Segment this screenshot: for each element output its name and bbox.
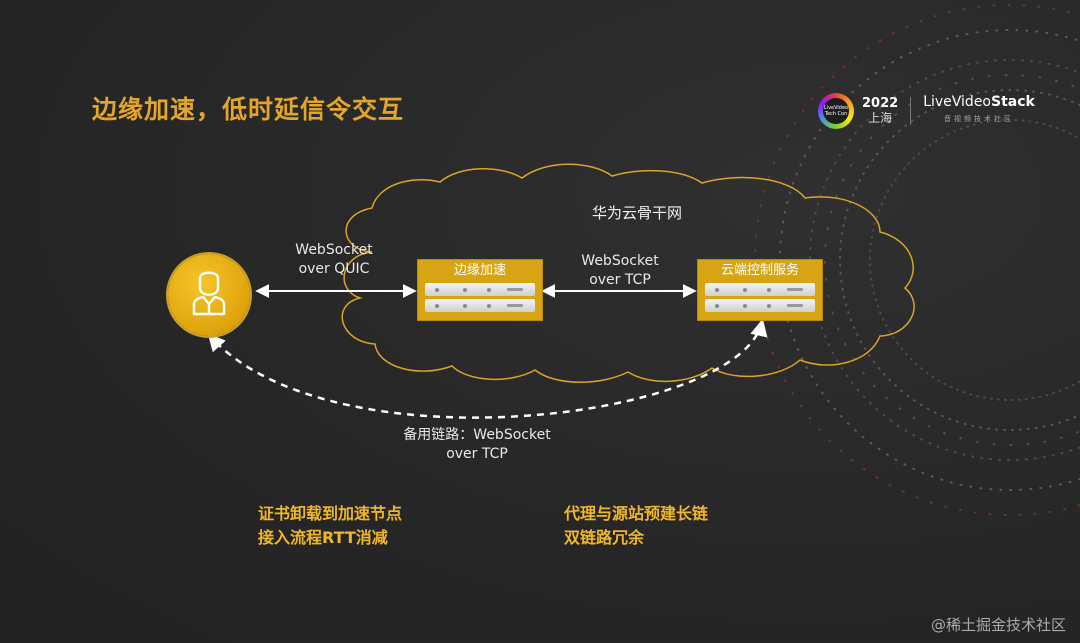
backbone-cloud-shape [341, 163, 915, 383]
control-server-title: 云端控制服务 [720, 263, 799, 278]
edge-cloud-link-label: WebSocket over TCP [570, 252, 670, 290]
server-unit-icon [425, 299, 535, 312]
brand-subtitle: 音视频技术社区 [944, 115, 1015, 123]
badge-text: LiveVideo Tech Con [823, 98, 849, 124]
edge-server-title: 边缘加速 [453, 263, 506, 278]
brand-prefix: LiveVideo [923, 94, 991, 110]
logo-year: 2022 上海 [862, 96, 899, 126]
livevideostack-brand: LiveVideoStack 音视频技术社区 [923, 95, 1035, 127]
page-title: 边缘加速，低时延信令交互 [92, 95, 405, 124]
edge-acceleration-server: 边缘加速 [417, 259, 543, 321]
right-note: 代理与源站预建长链 双链路冗余 [564, 502, 708, 550]
backup-link-line1: 备用链路：WebSocket [403, 427, 551, 443]
user-edge-link-line1: WebSocket [295, 242, 373, 258]
server-unit-icon [705, 299, 815, 312]
user-edge-link-line2: over QUIC [298, 261, 370, 277]
livevideo-techcon-badge-icon: LiveVideo Tech Con [818, 93, 854, 129]
backup-link-line2: over TCP [446, 446, 508, 462]
logo-city: 上海 [868, 111, 893, 125]
right-note-line1: 代理与源站预建长链 [564, 504, 709, 523]
watermark: @稀土掘金技术社区 [930, 616, 1066, 634]
brand-suffix: Stack [991, 94, 1035, 110]
user-edge-link-label: WebSocket over QUIC [282, 241, 386, 279]
conference-logo: LiveVideo Tech Con 2022 上海 LiveVideoStac… [818, 92, 1035, 130]
cloud-control-server: 云端控制服务 [697, 259, 823, 321]
left-note-line1: 证书卸载到加速节点 [258, 504, 403, 523]
server-unit-icon [705, 283, 815, 296]
backup-link-arrow [207, 318, 768, 419]
cloud-label: 华为云骨干网 [592, 204, 683, 222]
logo-year-number: 2022 [862, 96, 899, 111]
user-icon [168, 254, 250, 336]
edge-cloud-link-line1: WebSocket [581, 253, 659, 269]
logo-divider [910, 97, 912, 125]
left-note-line2: 接入流程RTT消减 [258, 528, 388, 547]
right-note-line2: 双链路冗余 [564, 528, 645, 547]
edge-cloud-link-line2: over TCP [589, 272, 651, 288]
backup-link-label: 备用链路：WebSocket over TCP [392, 426, 562, 464]
server-unit-icon [425, 283, 535, 296]
left-note: 证书卸载到加速节点 接入流程RTT消减 [258, 502, 402, 550]
